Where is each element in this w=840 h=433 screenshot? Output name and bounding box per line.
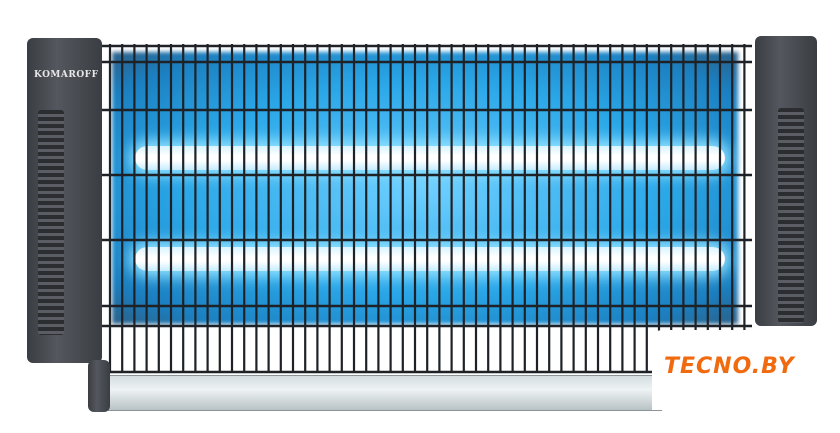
left-foot [88,360,110,412]
uv-tube-lower [135,247,725,271]
right-vent [778,108,804,323]
watermark-panel [652,330,840,410]
brand-logo: KOMAROFF [34,70,99,80]
uv-tube-upper [135,146,725,170]
watermark-logo: TECNO.BY [664,354,795,379]
left-vent [38,110,64,335]
